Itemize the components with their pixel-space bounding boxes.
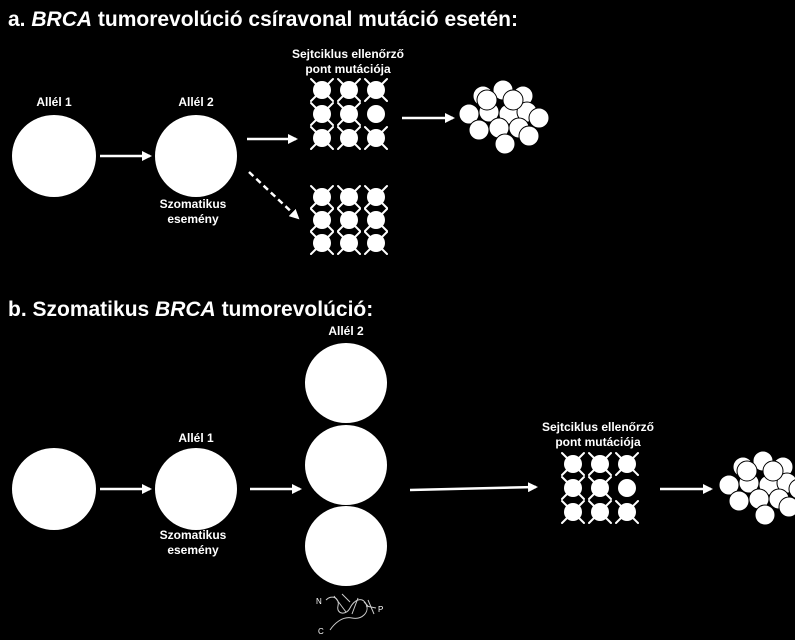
a-allele1-cell (12, 115, 96, 197)
tumor-cell (518, 125, 540, 147)
a-checkpoint-label: Sejtciklus ellenőrző pont mutációja (292, 47, 404, 77)
section-b-title: b. Szomatikus BRCA tumorevolúció: (8, 298, 373, 322)
spiky-cell (310, 231, 334, 255)
spiky-cell (310, 208, 334, 232)
b-checkpoint-cell-grid (561, 452, 639, 524)
b-allele2-cell-middle (305, 425, 387, 505)
spiky-cell (364, 126, 388, 150)
b-allele2-label: Allél 2 (328, 324, 364, 338)
tumor-cell (528, 107, 550, 129)
tumor-cell (476, 89, 498, 111)
a-normal-cell-grid (310, 185, 388, 255)
section-a-title-rest: tumorevolúció csíravonal mutáció esetén: (97, 8, 518, 31)
a-checkpoint-line1: Sejtciklus ellenőrző (291, 47, 405, 61)
a-somatic-line1: Szomatikus (159, 197, 227, 211)
b-checkpoint-line2: pont mutációja (555, 435, 641, 449)
spiky-cell (588, 500, 612, 524)
a-checkpoint-cell-grid (310, 78, 388, 150)
a-allele1-label: Allél 1 (36, 95, 72, 109)
spiky-cell (364, 78, 388, 102)
a-tumor-cluster (458, 79, 550, 155)
spiky-cell (337, 126, 361, 150)
spiky-cell (561, 476, 585, 500)
spiky-cell (310, 78, 334, 102)
spiky-cell (310, 126, 334, 150)
tumor-cell (762, 460, 784, 482)
section-a-gene: BRCA (31, 8, 93, 31)
spiky-cell (588, 452, 612, 476)
a-somatic-event-label: Szomatikus esemény (160, 197, 227, 227)
b-somatic-event-label: Szomatikus esemény (160, 528, 227, 558)
section-a-prefix: a. (8, 8, 26, 31)
spiky-cell (310, 102, 334, 126)
b-allele2-cell-bottom (305, 506, 387, 586)
spiky-cell (310, 185, 334, 209)
tumor-cell (468, 119, 490, 141)
spiky-cell (615, 452, 639, 476)
tumor-cell (754, 504, 776, 526)
tumor-cell (494, 133, 516, 155)
spiky-cell (588, 476, 612, 500)
tumor-cell (502, 89, 524, 111)
spiky-cell (337, 78, 361, 102)
protein-structure-icon (325, 593, 377, 631)
smooth-cell (367, 105, 385, 123)
protein-p-label: P (378, 605, 383, 614)
spiky-cell (337, 208, 361, 232)
smooth-cell (618, 479, 636, 497)
spiky-cell (364, 231, 388, 255)
spiky-cell (364, 208, 388, 232)
tumor-cell (736, 460, 758, 482)
b-checkpoint-line1: Sejtciklus ellenőrző (541, 420, 655, 434)
tumor-cell (788, 479, 795, 499)
b-somatic-line2: esemény (167, 543, 219, 557)
b-allele1-cell (155, 448, 237, 530)
b-checkpoint-label: Sejtciklus ellenőrző pont mutációja (542, 420, 654, 450)
a-allele2-label: Allél 2 (178, 95, 214, 109)
section-a-title: a. BRCA tumorevolúció csíravonal mutáció… (8, 8, 518, 32)
spiky-cell (364, 185, 388, 209)
spiky-cell (561, 500, 585, 524)
b-somatic-line1: Szomatikus (159, 528, 227, 542)
spiky-cell (561, 452, 585, 476)
spiky-cell (615, 500, 639, 524)
spiky-cell (337, 102, 361, 126)
b-initial-cell (12, 448, 96, 530)
b-allele1-label: Allél 1 (178, 431, 214, 445)
section-b-prefix: b. Szomatikus (8, 298, 150, 321)
tumor-cell (778, 496, 795, 518)
spiky-cell (337, 185, 361, 209)
a-somatic-line2: esemény (167, 212, 219, 226)
b-arrow-to-checkpoint (409, 482, 538, 493)
b-tumor-cluster (718, 450, 795, 526)
a-allele2-cell (155, 115, 237, 197)
a-arrow-dashed (248, 171, 300, 220)
a-checkpoint-line2: pont mutációja (305, 62, 391, 76)
protein-n-terminus-label: N (316, 597, 322, 606)
section-b-title-rest: tumorevolúció: (221, 298, 374, 321)
protein-c-terminus-label: C (318, 627, 324, 636)
tumor-cell (728, 490, 750, 512)
section-b-gene: BRCA (155, 298, 216, 321)
b-allele2-cell-top (305, 343, 387, 423)
spiky-cell (337, 231, 361, 255)
